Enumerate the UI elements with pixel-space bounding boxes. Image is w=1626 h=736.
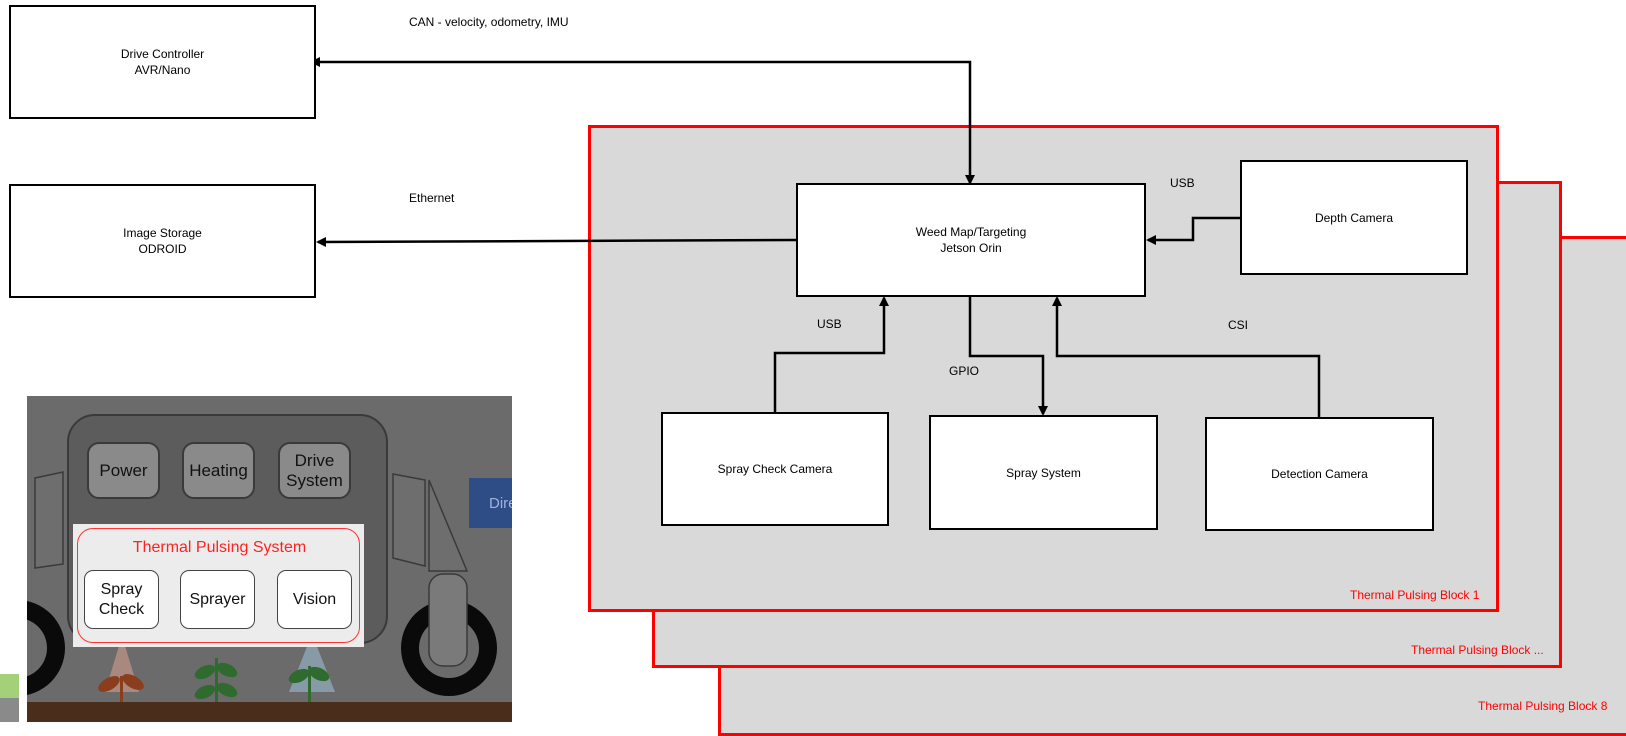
image-storage-box: Image Storage ODROID	[9, 184, 316, 298]
spray-system-box: Spray System	[929, 415, 1158, 530]
power-module-label: Power	[99, 460, 148, 480]
direction-button-label: Dire	[489, 494, 512, 512]
image-storage-title: Image Storage	[123, 226, 202, 240]
usb-depth-label: USB	[1170, 176, 1195, 190]
vision-module: Vision	[277, 570, 352, 629]
ground-strip	[27, 702, 512, 722]
heating-module: Heating	[182, 442, 255, 499]
sprayer-module: Sprayer	[180, 570, 255, 629]
power-module: Power	[87, 442, 160, 499]
image-storage-subtitle: ODROID	[138, 242, 187, 256]
thermal-pulsing-system-frame: Thermal Pulsing System Spray Check Spray…	[77, 528, 360, 643]
usb-spray-check-label: USB	[817, 317, 842, 331]
direction-button: Dire	[469, 478, 512, 528]
heating-module-label: Heating	[189, 460, 248, 480]
ethernet-connector	[316, 236, 797, 247]
gpio-connector	[968, 297, 1048, 416]
thermal-pulsing-block-1-label: Thermal Pulsing Block 1	[1350, 588, 1480, 602]
detection-camera-title: Detection Camera	[1271, 467, 1368, 481]
thermal-pulsing-system-card: Thermal Pulsing System Spray Check Spray…	[73, 524, 364, 647]
thermal-pulsing-block-8-label: Thermal Pulsing Block 8	[1478, 699, 1608, 713]
weed-map-subtitle: Jetson Orin	[940, 241, 1002, 255]
depth-camera-title: Depth Camera	[1314, 210, 1394, 225]
drive-controller-subtitle: AVR/Nano	[134, 63, 191, 77]
usb-depth-connector	[1146, 216, 1240, 245]
spray-check-module: Spray Check	[84, 570, 159, 629]
robot-illustration: Power Heating Drive System Dire Thermal …	[27, 396, 512, 722]
vision-module-label: Vision	[292, 590, 337, 608]
spray-check-camera-title: Spray Check Camera	[717, 462, 833, 476]
thermal-pulsing-system-title: Thermal Pulsing System	[132, 539, 307, 556]
drive-system-module-label: Drive System	[286, 450, 343, 490]
gpio-label: GPIO	[949, 364, 980, 378]
drive-controller-box: Drive Controller AVR/Nano	[9, 5, 316, 119]
weed-map-box: Weed Map/Targeting Jetson Orin	[796, 183, 1146, 297]
spray-check-module-label: Spray Check	[98, 580, 145, 618]
sprayer-module-label: Sprayer	[189, 590, 246, 608]
spray-check-camera-box: Spray Check Camera	[661, 412, 889, 526]
green-swatch	[0, 674, 19, 698]
depth-camera-box: Depth Camera	[1240, 160, 1468, 275]
robot-frame-graphic	[27, 471, 497, 702]
ethernet-label: Ethernet	[409, 191, 455, 205]
detection-camera-box: Detection Camera	[1205, 417, 1434, 531]
csi-connector	[1052, 296, 1321, 417]
thermal-pulsing-block-mid-label: Thermal Pulsing Block ...	[1411, 643, 1544, 657]
csi-label: CSI	[1228, 318, 1249, 332]
gray-swatch	[0, 698, 19, 722]
drive-system-module: Drive System	[278, 442, 351, 499]
weed-map-title: Weed Map/Targeting	[915, 225, 1027, 239]
drive-controller-title: Drive Controller	[120, 47, 205, 61]
can-connector	[310, 57, 975, 185]
usb-spray-check-connector	[773, 296, 889, 412]
spray-system-title: Spray System	[1006, 465, 1081, 480]
can-label: CAN - velocity, odometry, IMU	[409, 15, 569, 29]
